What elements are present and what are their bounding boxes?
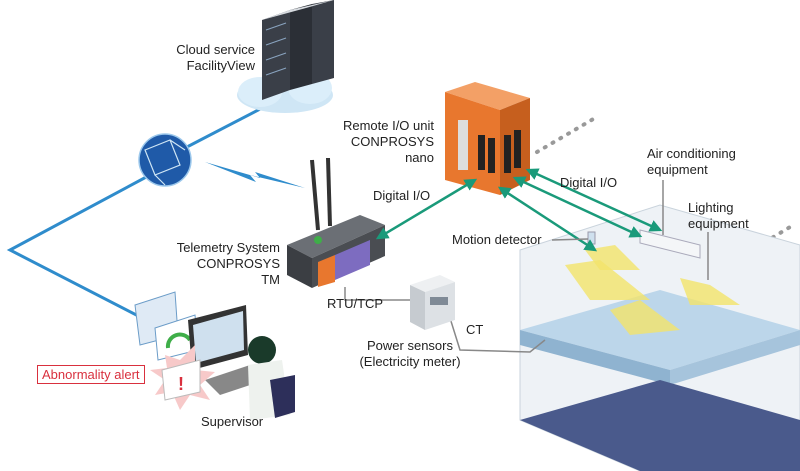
- air-conditioning-label-line: Air conditioning: [647, 146, 736, 161]
- server-rack-icon: [262, 0, 334, 100]
- air-conditioning-label-line: equipment: [647, 162, 708, 177]
- power-sensors-label-line: Power sensors: [367, 338, 453, 353]
- lighting-label: Lighting equipment: [688, 200, 749, 232]
- lighting-label-line: equipment: [688, 216, 749, 231]
- ct-label: CT: [466, 322, 484, 337]
- lighting-label-line: Lighting: [688, 200, 734, 215]
- remote-io-label-line: Remote I/O unit: [342, 118, 434, 133]
- cloud-label-line: FacilityView: [186, 58, 255, 73]
- wireless-icon: [205, 162, 305, 188]
- svg-text:!: !: [178, 374, 184, 394]
- remote-io-label-line: nano: [405, 150, 434, 165]
- digital-io-right-label: Digital I/O: [560, 175, 618, 190]
- wires: [344, 180, 709, 353]
- rtu-tcp-label: RTU/TCP: [327, 296, 384, 311]
- cloud-label-line: Cloud service: [176, 42, 255, 57]
- cloud-label: Cloud service FacilityView: [176, 42, 255, 74]
- remote-io-label-line: CONPROSYS: [350, 134, 434, 149]
- power-sensors-label-line: (Electricity meter): [359, 354, 461, 369]
- internet-globe-icon: [138, 133, 192, 187]
- alert-envelope-icon: [161, 359, 201, 401]
- remote-io-unit: [445, 82, 530, 195]
- power-sensor-device: [410, 275, 455, 330]
- telemetry-label-line: CONPROSYS: [196, 256, 280, 271]
- air-conditioning-label: Air conditioning equipment: [647, 146, 736, 178]
- supervisor-workstation: !: [134, 291, 295, 420]
- telemetry-label-line: TM: [261, 272, 280, 287]
- digital-io-left-label: Digital I/O: [373, 188, 431, 203]
- telemetry-label: Telemetry System CONPROSYS TM: [177, 240, 280, 288]
- supervisor-label: Supervisor: [201, 414, 264, 429]
- remote-io-label: Remote I/O unit CONPROSYS nano: [343, 118, 434, 166]
- expansion-dots: [535, 116, 597, 154]
- telemetry-label-line: Telemetry System: [176, 240, 280, 255]
- motion-detector-label: Motion detector: [452, 232, 542, 247]
- telemetry-device: [287, 157, 385, 288]
- abnormality-alert-badge: Abnormality alert: [37, 365, 145, 384]
- power-sensors-label: Power sensors (Electricity meter): [350, 338, 470, 370]
- building: [519, 204, 800, 471]
